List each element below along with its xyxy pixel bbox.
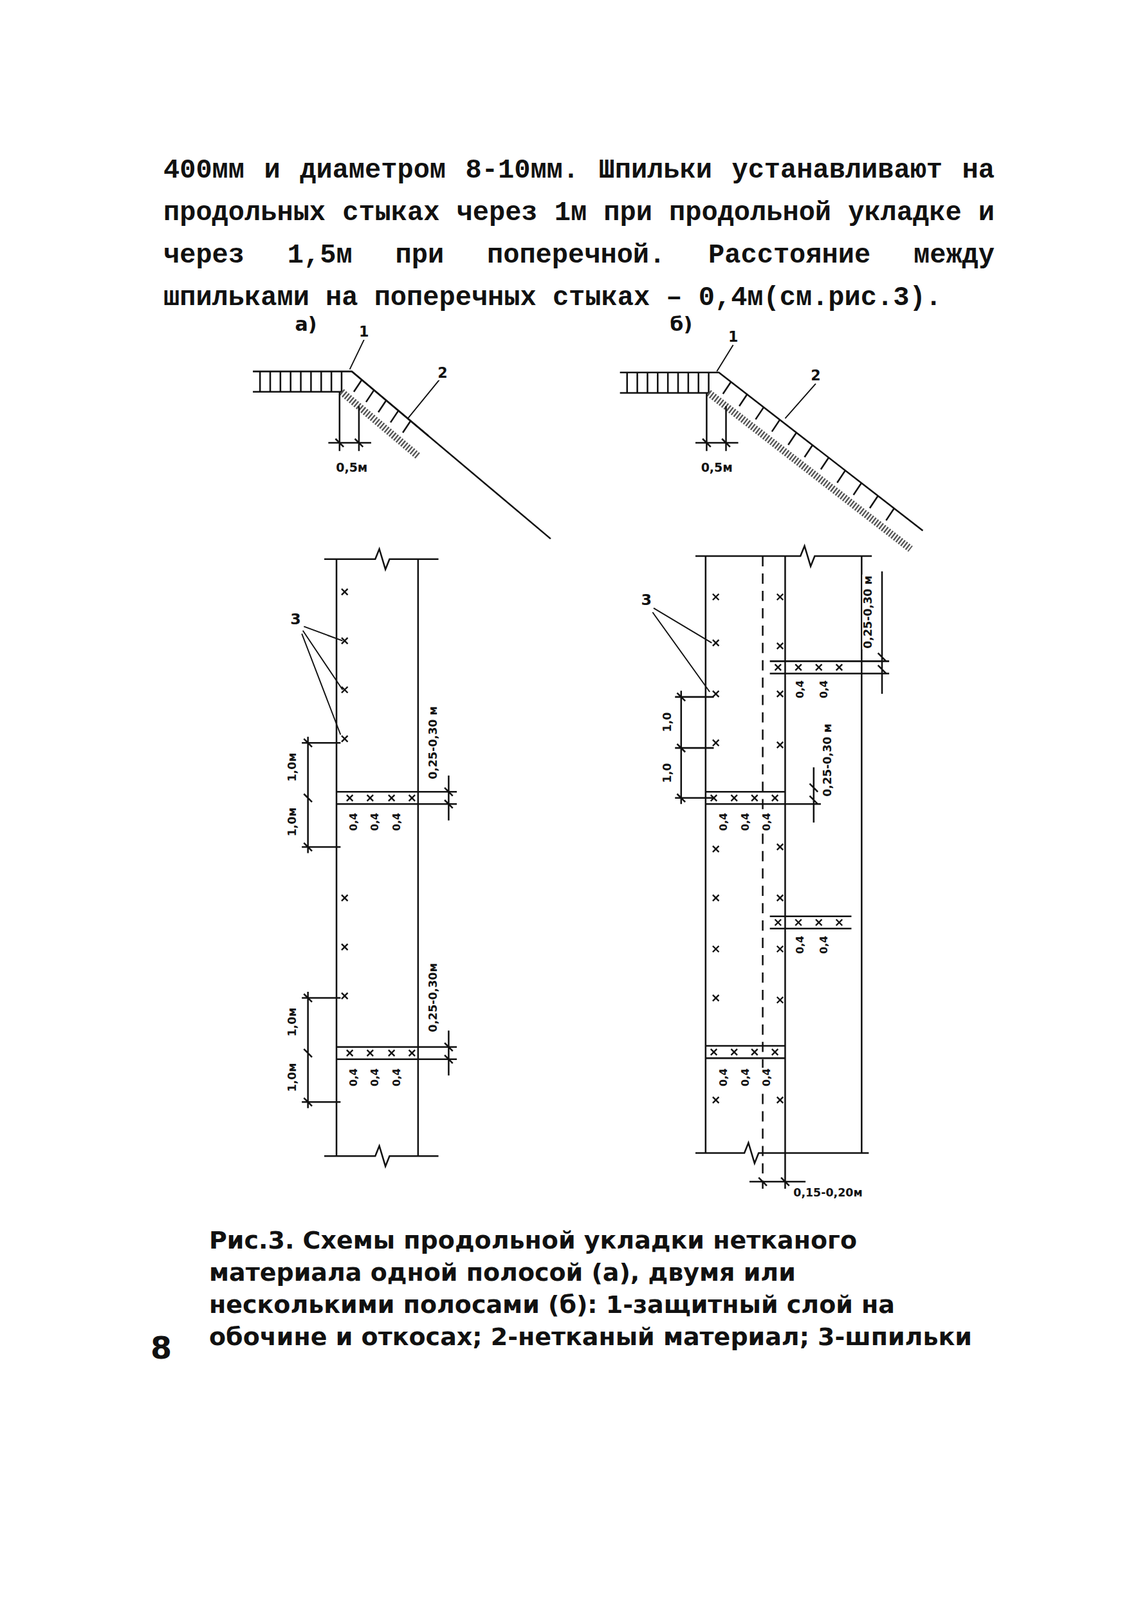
dimension-label: 0,4 — [391, 1067, 403, 1087]
dimension-label: 0,4 — [348, 811, 359, 832]
dimension-label: 1,0 — [661, 711, 675, 733]
dimension-label: 0,4 — [818, 679, 830, 699]
callout-number: 3 — [289, 610, 302, 628]
dimension-label: 0,4 — [739, 1067, 751, 1087]
dimension-label: 0,4 — [739, 811, 751, 832]
callout-number: 2 — [809, 367, 821, 383]
dimension-label: 0,25-0,30 м — [427, 705, 440, 780]
dimension-label: 0,4 — [761, 1067, 773, 1087]
dimension-label: 1,0 — [661, 762, 675, 784]
dimension-label: 0,25-0,30 м — [862, 574, 875, 650]
dimension-label: 0,4 — [348, 1067, 359, 1087]
figure-letter: б) — [669, 313, 693, 335]
dimension-label: 1,0м — [286, 1006, 299, 1038]
dimension-label: 1,0м — [286, 1061, 299, 1092]
figure-caption: Рис.3. Схемы продольной укладки нетканог… — [209, 1223, 975, 1353]
dimension-label: 0,25-0,30м — [427, 961, 440, 1032]
dimension-label: 0,4 — [718, 1067, 730, 1087]
body-text: 400мм и диаметром 8-10мм. Шпильки устана… — [163, 149, 995, 320]
dimension-label: 0,4 — [718, 811, 730, 832]
dimension-label: 0,4 — [761, 811, 773, 832]
callout-number: 3 — [640, 591, 653, 608]
callout-number: 1 — [358, 323, 370, 340]
page-number: 8 — [149, 1331, 173, 1365]
dimension-label: 0,4 — [794, 679, 806, 699]
dimension-label: 0,5м — [335, 459, 368, 474]
dimension-label: 0,4 — [794, 934, 806, 955]
dimension-label: 0,4 — [818, 934, 830, 955]
callout-number: 1 — [727, 328, 739, 345]
figure-letter: а) — [294, 313, 318, 335]
dimension-label: 0,15-0,20м — [792, 1186, 863, 1200]
dimension-label: 1,0м — [286, 806, 299, 837]
dimension-label: 0,4 — [369, 1067, 381, 1087]
dimension-label: 0,4 — [391, 811, 403, 832]
dimension-label: 0,5м — [700, 459, 734, 474]
callout-number: 2 — [436, 364, 448, 380]
dimension-label: 1,0м — [286, 751, 299, 782]
dimension-label: 0,25-0,30 м — [821, 722, 834, 798]
dimension-label: 0,4 — [369, 811, 381, 832]
